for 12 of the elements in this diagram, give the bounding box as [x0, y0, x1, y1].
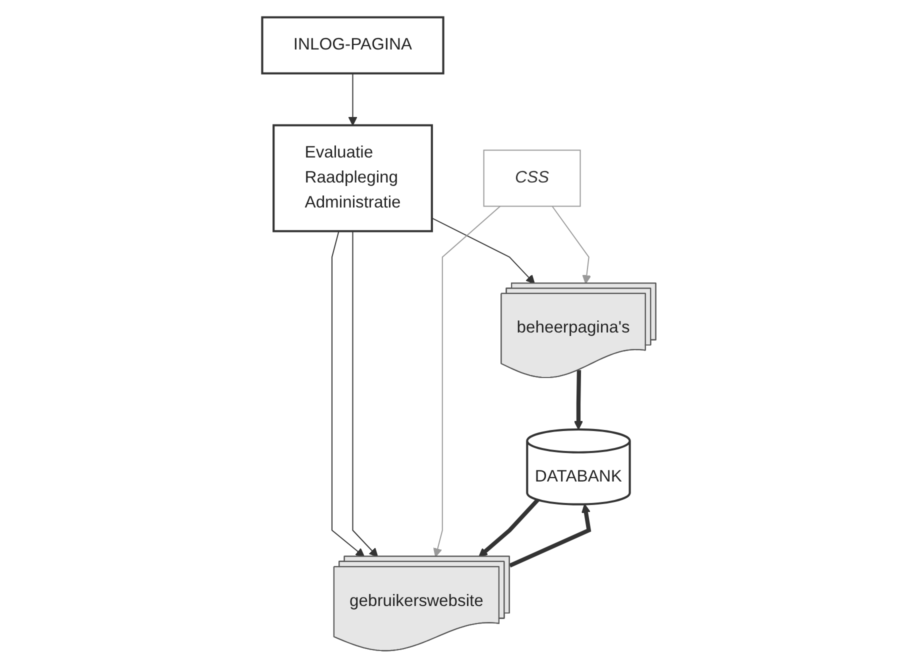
- arrow: [348, 73, 357, 126]
- arrow: [352, 231, 378, 558]
- node-box: INLOG-PAGINA: [260, 16, 444, 74]
- arrow: [551, 206, 591, 284]
- arrow: [431, 218, 534, 284]
- node-box: CSS: [482, 150, 580, 207]
- arrow: [573, 370, 583, 430]
- arrow: [432, 206, 500, 558]
- arrow: [508, 504, 591, 568]
- node-box: Evaluatie Raadpleging Administratie: [272, 124, 432, 232]
- arrow: [478, 498, 539, 558]
- arrow: [330, 231, 364, 558]
